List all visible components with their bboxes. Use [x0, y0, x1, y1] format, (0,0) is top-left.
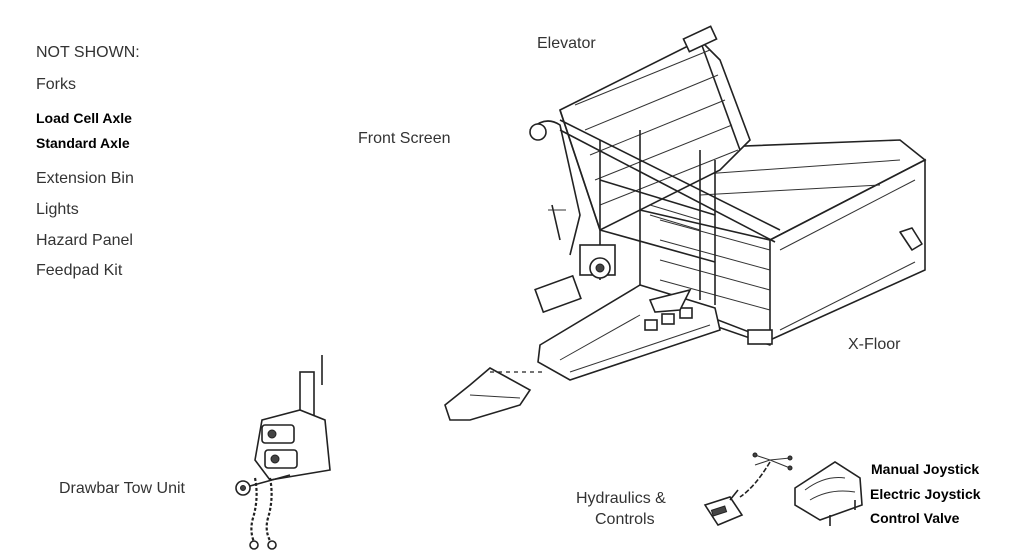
not-shown-item-lights: Lights — [36, 201, 79, 218]
label-hydraulics-line2: Controls — [595, 511, 655, 528]
not-shown-item-forks: Forks — [36, 76, 76, 93]
not-shown-item-standard-axle: Standard Axle — [36, 135, 130, 151]
rear-light-block — [747, 329, 773, 345]
label-manual-joystick: Manual Joystick — [871, 461, 980, 477]
label-front-screen: Front Screen — [358, 130, 451, 147]
label-drawbar-tow-unit: Drawbar Tow Unit — [59, 480, 185, 497]
not-shown-heading: NOT SHOWN: — [36, 44, 140, 61]
not-shown-item-extension-bin: Extension Bin — [36, 170, 134, 187]
front-screen-frame — [559, 119, 781, 305]
not-shown-item-hazard-panel: Hazard Panel — [36, 232, 133, 249]
wagon-tongue — [537, 284, 721, 381]
feed-wagon-illustration — [444, 25, 927, 421]
x-floor-side-wall — [769, 158, 926, 342]
label-electric-joystick: Electric Joystick — [870, 486, 981, 502]
left-arm — [529, 120, 581, 256]
not-shown-item-load-cell-axle: Load Cell Axle — [36, 110, 132, 126]
tongue-extension — [444, 367, 545, 421]
hydraulic-controls-illustration — [703, 452, 863, 526]
control-valve-icon — [794, 461, 863, 521]
drawbar-tow-unit-illustration — [235, 355, 331, 550]
hydraulic-pump-assembly — [534, 244, 616, 314]
not-shown-item-feedpad-kit: Feedpad Kit — [36, 262, 123, 279]
label-hydraulics-line1: Hydraulics & — [576, 490, 666, 507]
label-elevator: Elevator — [537, 35, 596, 52]
label-x-floor: X-Floor — [848, 336, 901, 353]
label-control-valve: Control Valve — [870, 510, 960, 526]
